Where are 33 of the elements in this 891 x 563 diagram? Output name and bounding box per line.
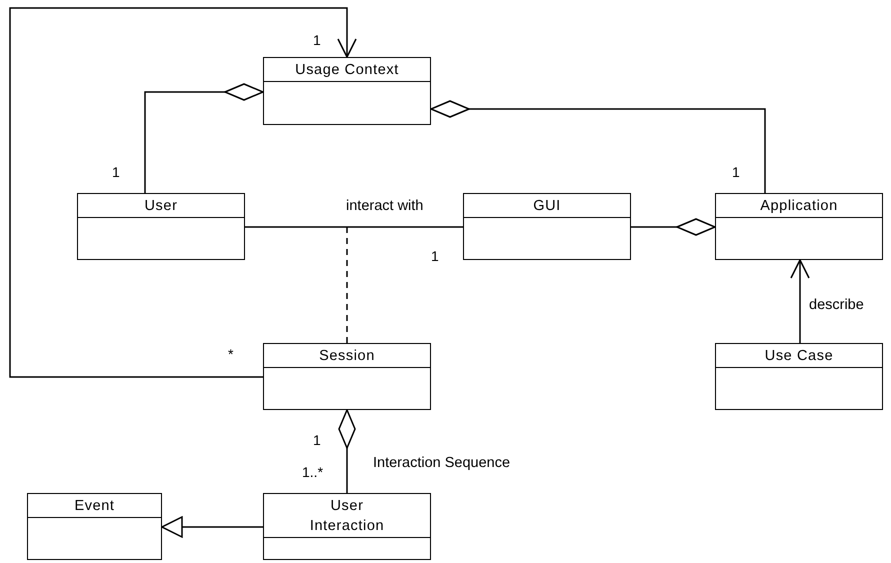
class-name: Event	[74, 498, 115, 514]
aggregation-connector	[430, 100, 766, 193]
class-name: Session	[319, 348, 375, 364]
arrow	[161, 516, 263, 538]
association-line	[245, 226, 463, 228]
multiplicity-label: 1	[732, 164, 740, 180]
aggregation-connector	[144, 83, 264, 193]
arrow	[9, 7, 357, 378]
multiplicity-label: 1	[112, 164, 120, 180]
class-box	[27, 493, 162, 560]
class-name: Usage Context	[295, 62, 399, 78]
class-box	[77, 193, 245, 260]
aggregation-connector	[338, 409, 356, 493]
class-box	[263, 343, 431, 410]
class-box	[715, 343, 883, 410]
multiplicity-label: 1	[313, 32, 321, 48]
arrow	[790, 259, 810, 343]
class-box	[263, 493, 431, 560]
dashed-association-line	[346, 227, 348, 343]
class-name: Application	[760, 198, 838, 214]
class-name: GUI	[533, 198, 561, 214]
class-box	[463, 193, 631, 260]
class-box	[715, 193, 883, 260]
multiplicity-label: 1..*	[302, 464, 324, 480]
class-box	[263, 57, 431, 125]
class-name: User Interaction	[308, 497, 386, 536]
class-name: Use Case	[764, 348, 834, 364]
multiplicity-label: 1	[431, 248, 439, 264]
multiplicity-label: *	[228, 346, 234, 362]
aggregation-connector	[631, 218, 716, 236]
class-name: User	[144, 198, 178, 214]
edge-label: Interaction Sequence	[372, 454, 512, 472]
multiplicity-label: 1	[313, 432, 321, 448]
